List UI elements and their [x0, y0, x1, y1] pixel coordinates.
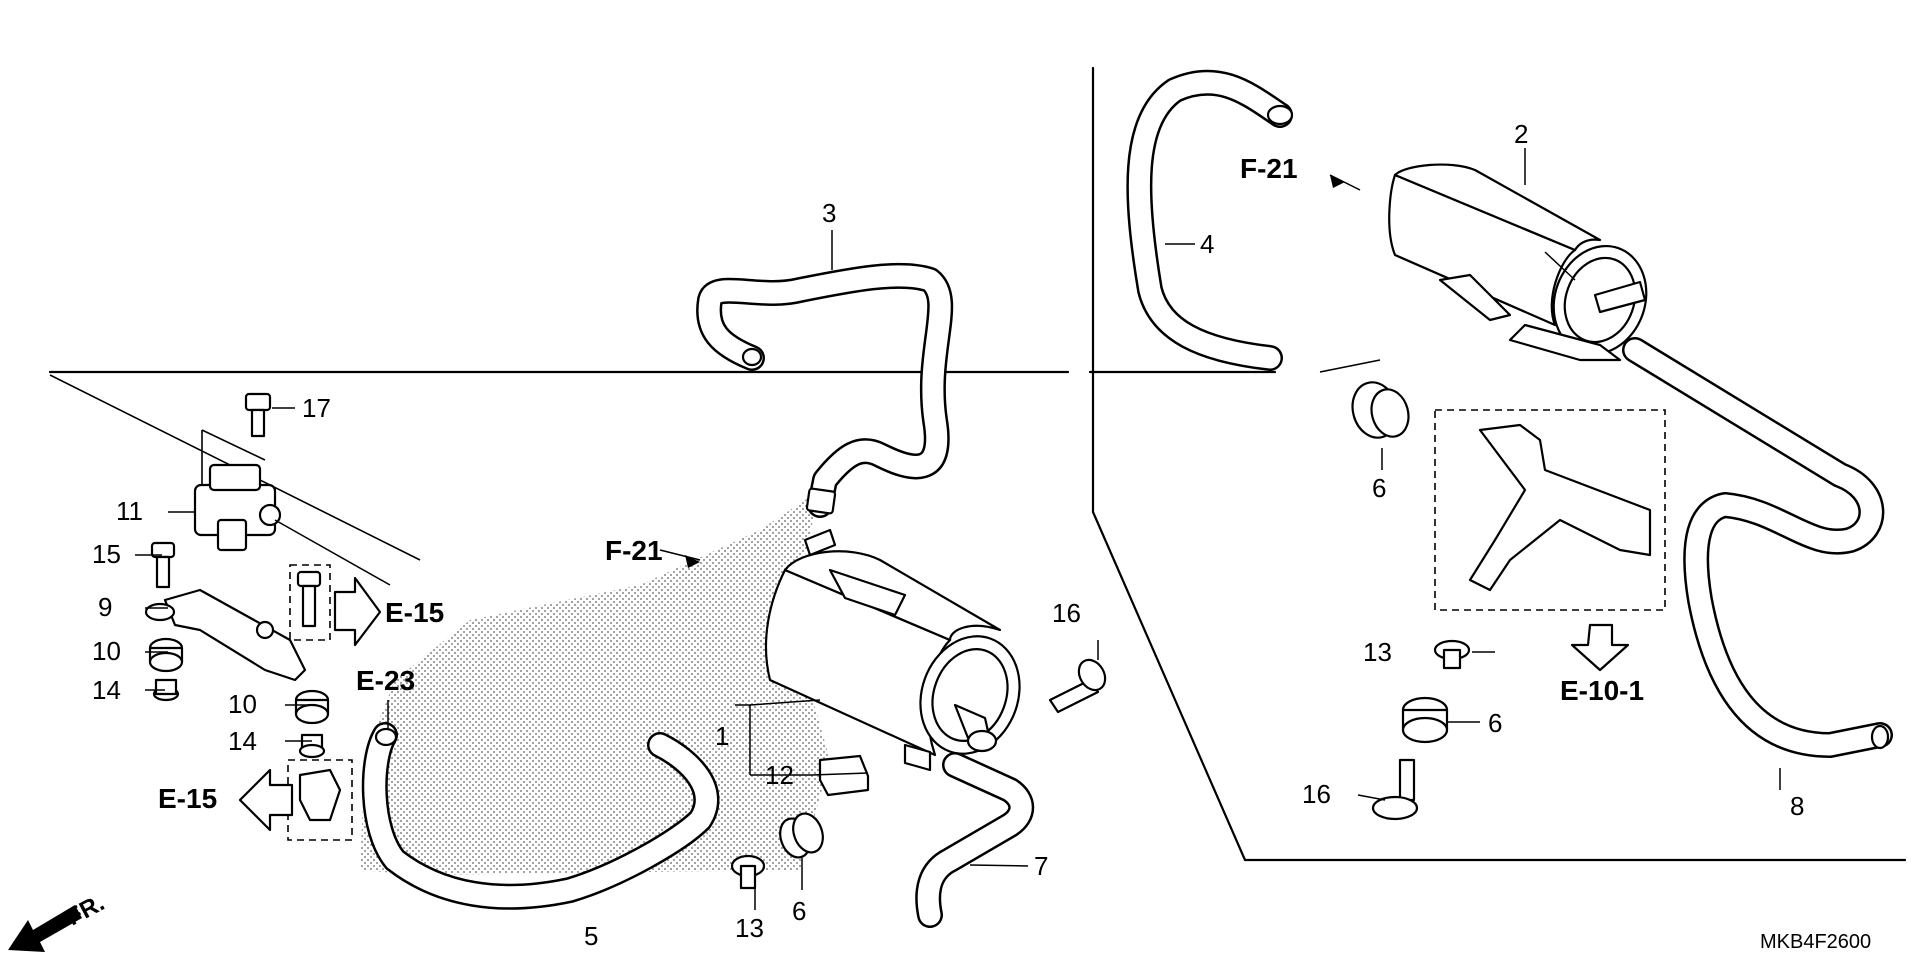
- callout-3: 3: [822, 198, 836, 228]
- ref-e23: E-23: [356, 665, 415, 696]
- bolt-in-box: [296, 570, 322, 628]
- bracket-9-area: [144, 588, 307, 682]
- collar-13-bottom: [730, 854, 766, 890]
- callout-6a: 6: [1372, 473, 1386, 503]
- callout-14a: 14: [92, 675, 121, 705]
- callout-7: 7: [1034, 851, 1048, 881]
- arrow-e15-lower: [238, 768, 294, 832]
- callout-14b: 14: [228, 726, 257, 756]
- hose-7: [915, 752, 1035, 928]
- collar-14-right: [298, 733, 326, 759]
- callout-13a: 13: [735, 913, 764, 943]
- hose-5: [361, 722, 720, 910]
- dashed-box-bolt: [289, 564, 331, 641]
- ref-f21-left: F-21: [605, 535, 663, 566]
- grommet-6-right-upper: [1351, 381, 1410, 439]
- ref-e10-1: E-10-1: [1560, 675, 1644, 706]
- callout-16a: 16: [1052, 598, 1081, 628]
- grommet-6-right-lower: [1401, 696, 1449, 744]
- ref-f21-right: F-21: [1240, 153, 1298, 184]
- callout-2: 2: [1514, 119, 1528, 149]
- callout-4: 4: [1200, 229, 1214, 259]
- hose-4: [1126, 69, 1294, 371]
- evap-canister-2: [1388, 163, 1648, 362]
- arrow-e10-1: [1570, 623, 1630, 672]
- callout-11: 11: [116, 496, 143, 526]
- callout-6b: 6: [1488, 708, 1502, 738]
- frame-shadow-area: [360, 490, 830, 875]
- solenoid-valve-11: [193, 429, 282, 552]
- callout-17: 17: [302, 393, 331, 423]
- callout-13b: 13: [1363, 637, 1392, 667]
- dashed-box-bracket: [1434, 409, 1666, 611]
- ref-e15-upper: E-15: [385, 597, 444, 628]
- clip-in-box: [298, 768, 342, 822]
- leader-lines: [135, 148, 1781, 910]
- bolt-16-left: [1048, 658, 1107, 714]
- callout-5: 5: [584, 921, 598, 951]
- ref-e15-lower: E-15: [158, 783, 217, 814]
- callout-9: 9: [98, 592, 112, 622]
- callout-16b: 16: [1302, 779, 1331, 809]
- callout-10b: 10: [228, 689, 257, 719]
- nut-12: [818, 754, 870, 797]
- callout-15: 15: [92, 539, 121, 569]
- bolt-16-right: [1371, 758, 1419, 821]
- pointer-f21-right: [1330, 175, 1345, 188]
- collar-13-right: [1433, 639, 1471, 670]
- callout-8: 8: [1790, 791, 1804, 821]
- front-direction-marker: FR.: [8, 889, 109, 952]
- bracket-right: [1468, 423, 1652, 592]
- callout-10a: 10: [92, 636, 121, 666]
- grommet-10-right: [294, 689, 330, 725]
- diagram-code: MKB4F2600: [1760, 931, 1871, 953]
- grommet-10-left: [148, 637, 184, 673]
- bolt-17: [244, 392, 272, 438]
- callout-1: 1: [715, 721, 729, 751]
- hose-8: [1622, 337, 1893, 758]
- callout-6c: 6: [792, 896, 806, 926]
- bolt-15: [150, 541, 176, 589]
- evap-canister-1: [764, 528, 1021, 772]
- pointer-f21-left: [685, 555, 700, 568]
- callout-12: 12: [765, 760, 794, 790]
- hose-3: [696, 262, 954, 518]
- arrow-e15-upper: [333, 576, 382, 647]
- grommet-6-bottom: [779, 812, 824, 859]
